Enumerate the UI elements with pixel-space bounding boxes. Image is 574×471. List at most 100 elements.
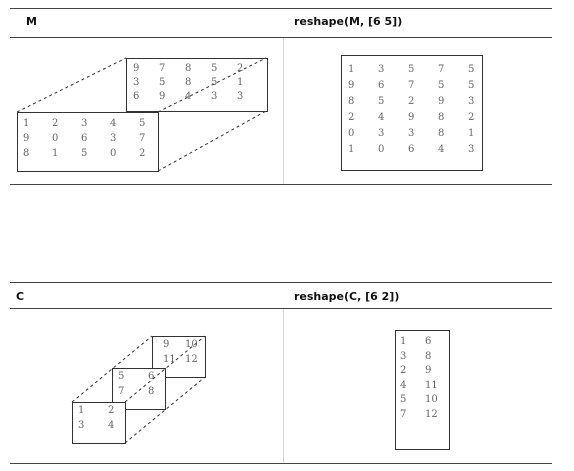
- matrix-cell: 3: [110, 133, 117, 144]
- matrix-cell: 5: [400, 394, 407, 406]
- matrix-cell: 7: [118, 386, 125, 397]
- table-top-rule: [10, 8, 552, 9]
- matrix-cell: 1: [52, 148, 59, 159]
- matrix-cell: 2: [348, 112, 355, 123]
- matrix-cell: 2: [408, 96, 415, 107]
- matrix-cell: 3: [133, 77, 140, 88]
- matrix-cell: 8: [425, 350, 432, 362]
- matrix-cell: 3: [400, 350, 407, 362]
- matrix-cell: 2: [237, 63, 244, 74]
- matrix-cell: 6: [408, 144, 415, 155]
- header-m: M: [26, 15, 37, 28]
- matrix-cell: 0: [52, 133, 59, 144]
- matrix-cell: 12: [185, 354, 198, 365]
- matrix-cell: 6: [378, 80, 385, 91]
- matrix-cell: 3: [237, 91, 244, 102]
- matrix-cell: 9: [425, 365, 432, 377]
- matrix-cell: 4: [185, 91, 192, 102]
- table-bottom-rule: [10, 184, 552, 185]
- matrix-cell: 3: [408, 128, 415, 139]
- table-top-rule: [10, 282, 552, 283]
- matrix-cell: 1: [400, 336, 407, 347]
- matrix-cell: 7: [400, 409, 407, 420]
- matrix-cell: 0: [378, 144, 385, 155]
- matrix-cell: 0: [348, 128, 355, 139]
- matrix-cell: 2: [108, 405, 115, 416]
- matrix-cell: 6: [81, 133, 88, 144]
- matrix-cell: 7: [438, 64, 445, 75]
- matrix-cell: 6: [425, 336, 432, 347]
- matrix-cell: 5: [378, 96, 385, 107]
- matrix-cell: 5: [468, 64, 475, 75]
- reshape-c-result: [395, 330, 450, 450]
- matrix-cell: 3: [378, 128, 385, 139]
- matrix-cell: 9: [23, 133, 30, 144]
- table-header-rule: [10, 37, 552, 38]
- matrix-cell: 5: [118, 371, 125, 382]
- matrix-cell: 4: [378, 112, 385, 123]
- matrix-cell: 5: [211, 63, 218, 74]
- matrix-cell: 5: [438, 80, 445, 91]
- matrix-cell: 5: [408, 64, 415, 75]
- matrix-cell: 3: [211, 91, 218, 102]
- matrix-cell: 9: [133, 63, 140, 74]
- matrix-cell: 1: [78, 405, 85, 416]
- matrix-cell: 8: [185, 77, 192, 88]
- matrix-cell: 9: [163, 339, 170, 350]
- matrix-cell: 8: [23, 148, 30, 159]
- header-reshape-m: reshape(M, [6 5]): [294, 15, 403, 28]
- column-separator: [283, 38, 284, 184]
- matrix-cell: 9: [159, 91, 166, 102]
- matrix-cell: 5: [211, 77, 218, 88]
- table-header-rule: [10, 308, 552, 309]
- matrix-cell: 7: [139, 133, 146, 144]
- matrix-cell: 2: [468, 112, 475, 123]
- matrix-cell: 2: [139, 148, 146, 159]
- matrix-cell: 8: [185, 63, 192, 74]
- matrix-cell: 1: [237, 77, 244, 88]
- matrix-cell: 9: [438, 96, 445, 107]
- matrix-cell: 3: [468, 144, 475, 155]
- matrix-cell: 0: [110, 148, 117, 159]
- matrix-cell: 2: [400, 365, 407, 377]
- matrix-cell: 4: [400, 379, 407, 391]
- matrix-c-page-1: [72, 402, 126, 444]
- column-separator: [283, 309, 284, 463]
- matrix-cell: 11: [425, 379, 438, 391]
- matrix-cell: 2: [52, 118, 59, 129]
- matrix-cell: 3: [78, 420, 85, 431]
- matrix-cell: 1: [468, 128, 475, 139]
- matrix-cell: 4: [110, 118, 117, 129]
- matrix-cell: 6: [148, 371, 155, 382]
- matrix-cell: 1: [348, 144, 355, 155]
- matrix-cell: 4: [108, 420, 115, 431]
- matrix-cell: 5: [81, 148, 88, 159]
- matrix-cell: 6: [133, 91, 140, 102]
- matrix-m-page-1: [17, 112, 159, 172]
- matrix-cell: 1: [348, 64, 355, 75]
- header-c: C: [16, 290, 25, 303]
- matrix-cell: 1: [23, 118, 30, 129]
- matrix-cell: 9: [408, 112, 415, 123]
- matrix-cell: 3: [378, 64, 385, 75]
- matrix-cell: 5: [139, 118, 146, 129]
- matrix-cell: 10: [425, 394, 438, 406]
- matrix-cell: 8: [438, 128, 445, 139]
- matrix-cell: 9: [348, 80, 355, 91]
- matrix-cell: 8: [438, 112, 445, 123]
- matrix-cell: 3: [468, 96, 475, 107]
- matrix-cell: 3: [81, 118, 88, 129]
- matrix-cell: 4: [438, 144, 445, 155]
- header-reshape-c: reshape(C, [6 2]): [294, 290, 400, 303]
- matrix-cell: 8: [348, 96, 355, 107]
- reshape-m-result: [341, 55, 483, 171]
- matrix-cell: 5: [468, 80, 475, 91]
- matrix-cell: 7: [408, 80, 415, 91]
- matrix-cell: 7: [159, 63, 166, 74]
- matrix-m-page-2: [126, 58, 268, 112]
- table-bottom-rule: [10, 463, 552, 464]
- matrix-cell: 11: [163, 354, 176, 365]
- matrix-cell: 12: [425, 409, 438, 420]
